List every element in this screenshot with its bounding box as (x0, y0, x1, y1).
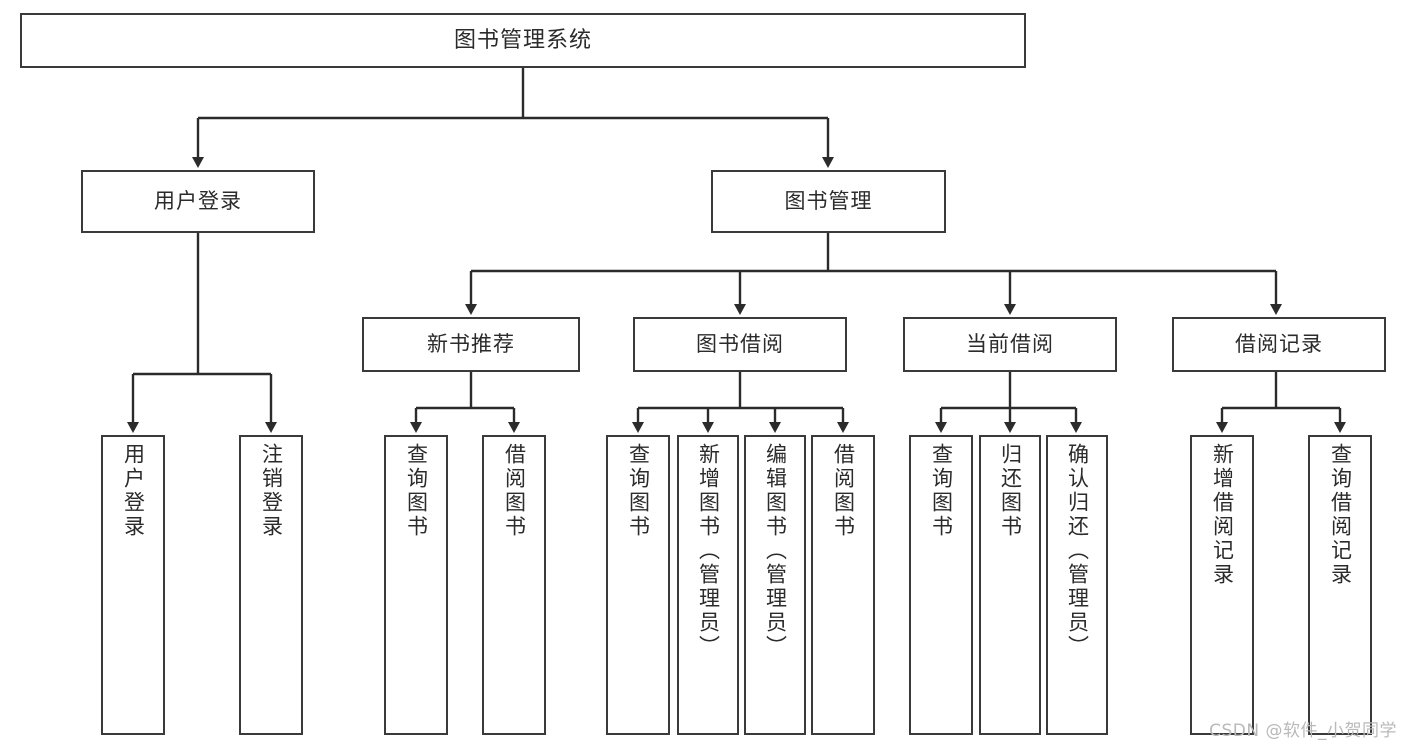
node-current-borrow[interactable]: 当前借阅 (903, 317, 1117, 372)
node-label: 归还图书 (998, 443, 1023, 539)
leaf-user-login[interactable]: 用户登录 (101, 435, 165, 735)
node-book-management[interactable]: 图书管理 (711, 170, 946, 233)
leaf-recommend-borrow-book[interactable]: 借阅图书 (482, 435, 546, 735)
leaf-current-return-book[interactable]: 归还图书 (979, 435, 1041, 735)
node-label: 借阅图书 (502, 443, 527, 539)
node-label: 图书借阅 (696, 332, 784, 357)
node-label: 查询借阅记录 (1328, 443, 1353, 587)
node-label: 用户登录 (121, 443, 146, 539)
node-label: 查询图书 (404, 443, 429, 539)
node-label: 编辑图书（管理员） (763, 443, 788, 659)
node-label: 新增借阅记录 (1210, 443, 1235, 587)
node-borrow-record[interactable]: 借阅记录 (1172, 317, 1386, 372)
leaf-current-confirm-return-admin[interactable]: 确认归还（管理员） (1046, 435, 1108, 735)
node-book-borrow[interactable]: 图书借阅 (633, 317, 847, 372)
leaf-user-logout[interactable]: 注销登录 (239, 435, 303, 735)
node-label: 查询图书 (929, 443, 954, 539)
node-label: 新增图书（管理员） (696, 443, 721, 659)
node-label: 借阅记录 (1235, 332, 1323, 357)
leaf-borrow-borrow-book[interactable]: 借阅图书 (811, 435, 875, 735)
csdn-watermark: CSDN @软件_小贺同学 (1209, 721, 1397, 741)
node-label: 借阅图书 (831, 443, 856, 539)
node-book-management-system[interactable]: 图书管理系统 (20, 13, 1026, 68)
node-new-book-recommend[interactable]: 新书推荐 (362, 317, 580, 372)
node-label: 用户登录 (154, 189, 242, 214)
leaf-borrow-edit-book-admin[interactable]: 编辑图书（管理员） (744, 435, 806, 735)
node-label: 新书推荐 (427, 332, 515, 357)
node-label: 注销登录 (259, 443, 284, 539)
node-label: 当前借阅 (966, 332, 1054, 357)
leaf-recommend-query-book[interactable]: 查询图书 (384, 435, 448, 735)
node-label: 确认归还（管理员） (1065, 443, 1090, 659)
leaf-borrow-add-book-admin[interactable]: 新增图书（管理员） (677, 435, 739, 735)
node-label: 图书管理系统 (453, 27, 592, 53)
node-user-login[interactable]: 用户登录 (81, 170, 315, 233)
leaf-record-add-borrow-record[interactable]: 新增借阅记录 (1190, 435, 1254, 735)
node-label: 图书管理 (784, 189, 873, 214)
leaf-borrow-query-book[interactable]: 查询图书 (606, 435, 670, 735)
leaf-current-query-book[interactable]: 查询图书 (909, 435, 973, 735)
node-label: 查询图书 (626, 443, 651, 539)
leaf-record-query-borrow-record[interactable]: 查询借阅记录 (1308, 435, 1372, 735)
